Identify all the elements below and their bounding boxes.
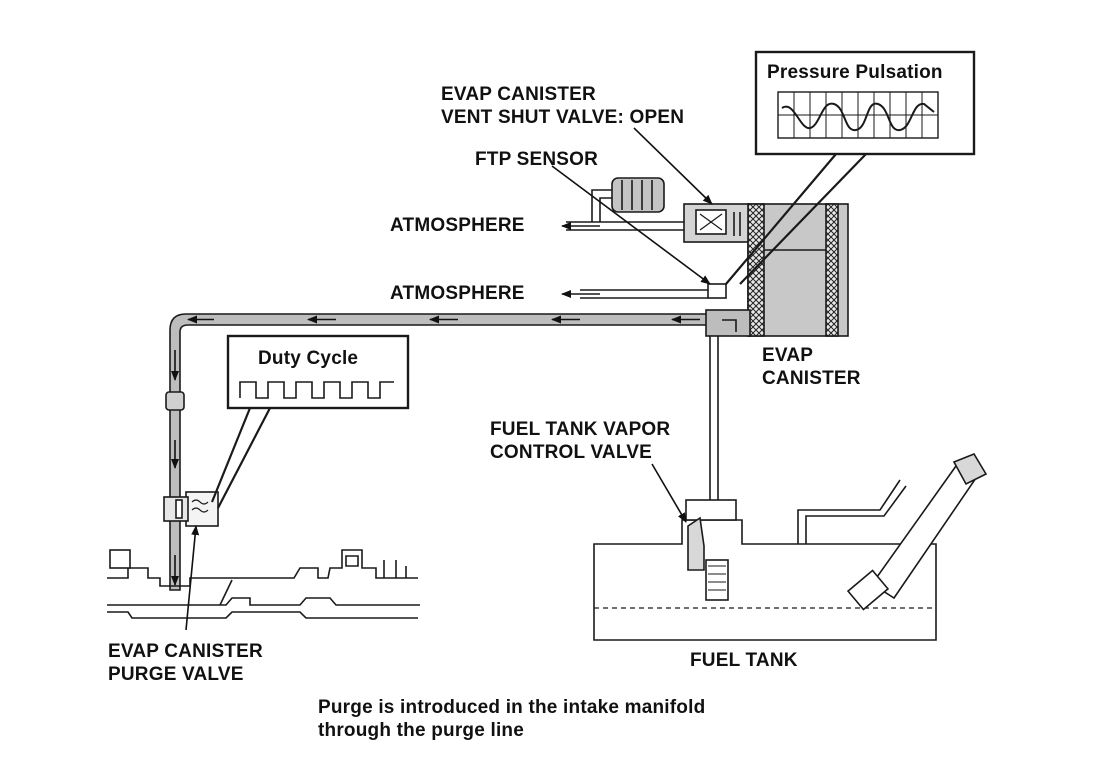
atmosphere-label-lower: ATMOSPHERE	[390, 283, 525, 304]
vent-shut-valve-label-line1: EVAP CANISTER	[441, 84, 596, 105]
vent-shut-valve-label: EVAP CANISTER VENT SHUT VALVE: OPEN	[441, 83, 684, 129]
caption: Purge is introduced in the intake manifo…	[318, 696, 705, 742]
evap-canister-label-line1: EVAP	[762, 345, 814, 366]
inline-filter	[165, 391, 185, 411]
fuel-tank-label: FUEL TANK	[690, 650, 798, 671]
leader-lines	[185, 127, 713, 631]
pressure-wave	[781, 102, 935, 132]
pressure-pulsation-title: Pressure Pulsation	[767, 62, 943, 83]
purge-valve-label-line2: PURGE VALVE	[108, 664, 244, 685]
ftp-sensor-label: FTP SENSOR	[475, 149, 599, 170]
pressure-pulsation-box	[725, 50, 976, 285]
vapor-control-valve-label-line2: CONTROL VALVE	[490, 442, 652, 463]
vapor-control-valve-label: FUEL TANK VAPOR CONTROL VALVE	[490, 418, 670, 464]
intake-manifold	[107, 549, 420, 619]
evap-canister-label: EVAP CANISTER	[762, 344, 861, 390]
vapor-control-valve-label-line1: FUEL TANK VAPOR	[490, 419, 671, 440]
evap-canister-label-line2: CANISTER	[762, 368, 861, 389]
purge-valve	[163, 491, 219, 527]
duty-cycle-title: Duty Cycle	[258, 348, 359, 369]
evap-canister	[705, 203, 849, 337]
atmosphere-pipes	[561, 189, 708, 299]
duty-wave	[239, 381, 394, 399]
tank-vapor-line	[709, 336, 719, 500]
purge-valve-label-line1: EVAP CANISTER	[108, 641, 263, 662]
duty-cycle-box	[210, 334, 410, 509]
purge-valve-label: EVAP CANISTER PURGE VALVE	[108, 640, 263, 686]
vent-shut-valve	[611, 177, 749, 243]
purge-line	[169, 313, 713, 591]
purge-flow-arrows	[171, 315, 700, 586]
vent-shut-valve-label-line2: VENT SHUT VALVE: OPEN	[441, 107, 685, 128]
fuel-tank	[593, 453, 988, 641]
caption-line1: Purge is introduced in the intake manifo…	[318, 697, 706, 718]
atmosphere-label-upper: ATMOSPHERE	[390, 215, 525, 236]
caption-line2: through the purge line	[318, 720, 524, 741]
